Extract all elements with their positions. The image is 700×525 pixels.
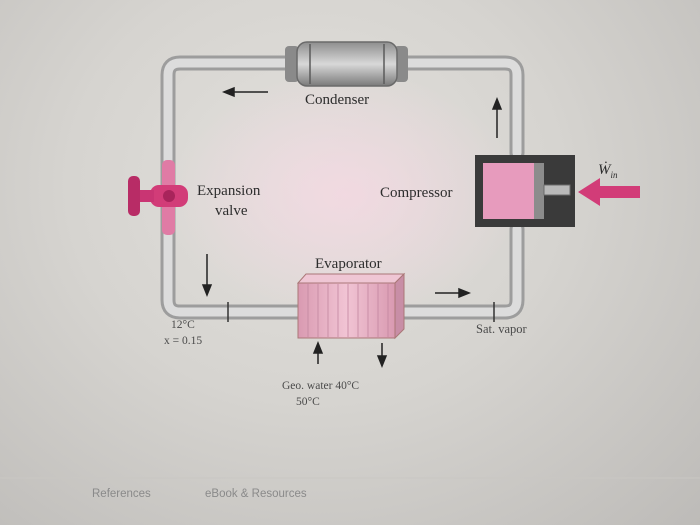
references-link[interactable]: References [92,488,151,500]
outlet-state-label: Sat. vapor [476,322,527,336]
evaporator [296,272,406,340]
compressor-label: Compressor [380,185,453,201]
work-in-subscript: in [610,170,618,180]
expansion-valve-label-line1: Expansion [197,183,261,199]
ebook-resources-link[interactable]: eBook & Resources [205,488,307,500]
condenser [285,41,408,87]
geo-water-label-line2: 50°C [296,396,320,408]
inlet-temperature-label: 12°C [171,319,195,331]
geo-water-label-line1: Geo. water 40°C [282,380,360,392]
flow-arrows [201,86,503,369]
inlet-quality-label: x = 0.15 [164,335,203,347]
expansion-valve-label-line2: valve [215,203,248,219]
work-in-symbol: Ẇ [598,162,611,178]
compressor [475,155,575,227]
condenser-label: Condenser [305,92,370,108]
expansion-valve [128,176,188,216]
refrigerant-pipe-loop [160,55,525,320]
evaporator-label: Evaporator [315,256,382,272]
work-in-label: Ẇin [598,162,618,180]
work-in-arrow [578,178,640,206]
